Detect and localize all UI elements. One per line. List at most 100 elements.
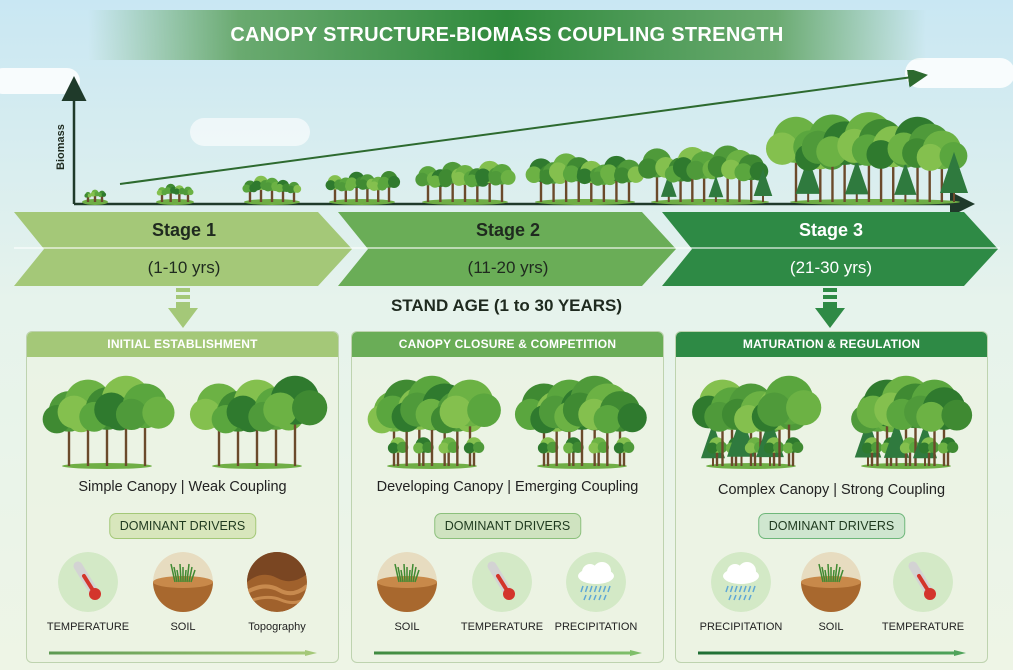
stage-name: Stage 2: [475, 220, 541, 240]
stage-years: (1-10 yrs): [147, 258, 221, 277]
panel-subtitle: Developing Canopy | Emerging Coupling: [376, 479, 639, 495]
panel-header: MATURATION & REGULATION: [676, 332, 987, 357]
tree: [439, 379, 501, 466]
tree: [413, 437, 434, 466]
tree: [638, 148, 677, 202]
tree: [438, 437, 459, 466]
panel-canopy-closure: CANOPY CLOSURE & COMPETITION Developing …: [351, 331, 664, 663]
driver-label: PRECIPITATION: [554, 621, 638, 633]
tree: [861, 437, 883, 466]
driver-soil: SOIL: [138, 552, 228, 633]
tree: [156, 187, 168, 202]
tree: [753, 168, 773, 202]
tree: [939, 151, 969, 202]
driver-label: SOIL: [394, 621, 420, 633]
stage-name: Stage 3: [798, 220, 864, 240]
tree: [844, 159, 869, 202]
progress-arrow: [698, 650, 966, 656]
tree-illustration: [692, 375, 973, 469]
growth-trend-arrow: [119, 70, 928, 185]
rain-cloud-icon: [711, 552, 771, 612]
driver-temperature: TEMPERATURE: [457, 552, 547, 633]
soil-icon: [801, 552, 861, 612]
driver-temperature: TEMPERATURE: [43, 552, 133, 633]
tree: [763, 437, 785, 466]
page-title: CANOPY STRUCTURE-BIOMASS COUPLING STRENG…: [230, 23, 784, 46]
tree: [706, 437, 728, 466]
dominant-drivers-badge: DOMINANT DRIVERS: [433, 513, 582, 539]
down-arrow-icon: [815, 288, 845, 328]
ground: [535, 199, 635, 205]
tree: [97, 190, 107, 202]
thermometer-icon: [472, 552, 532, 612]
tree: [757, 375, 822, 466]
driver-soil: SOIL: [362, 552, 452, 633]
tree: [387, 437, 409, 466]
stage-years: (21-30 yrs): [789, 258, 873, 277]
rain-cloud-icon: [566, 552, 626, 612]
driver-topography: Topography: [232, 552, 322, 633]
tree-growth-sequence: [82, 112, 969, 205]
tree: [916, 387, 973, 466]
driver-precipitation: PRECIPITATION: [696, 552, 786, 633]
stage-years: (11-20 yrs): [467, 258, 549, 277]
tree: [173, 185, 186, 202]
tree: [613, 437, 635, 466]
ground: [329, 199, 395, 205]
driver-label: TEMPERATURE: [460, 621, 544, 633]
tree: [537, 437, 559, 466]
stage-2-chevron: Stage 2 (11-20 yrs): [338, 212, 678, 286]
driver-label: SOIL: [818, 621, 844, 633]
soil-icon: [377, 552, 437, 612]
tree: [708, 175, 724, 202]
stage-3-chevron: Stage 3 (21-30 yrs): [662, 212, 1000, 286]
panel-initial-establishment: INITIAL ESTABLISHMENT Simple Canopy | We…: [26, 331, 339, 663]
panel-header: INITIAL ESTABLISHMENT: [27, 332, 338, 357]
cloud: [190, 118, 310, 146]
tree: [918, 437, 940, 466]
tree: [894, 162, 917, 202]
panel-maturation-regulation: MATURATION & REGULATION Complex Canopy |…: [675, 331, 988, 663]
progress-arrow: [374, 650, 642, 656]
tree: [563, 437, 584, 466]
driver-precipitation: PRECIPITATION: [551, 552, 641, 633]
stage-1-chevron: Stage 1 (1-10 yrs): [14, 212, 354, 286]
tree: [937, 437, 959, 466]
ground: [156, 199, 194, 205]
tree: [275, 179, 291, 202]
tree: [488, 163, 516, 202]
dominant-drivers-badge: DOMINANT DRIVERS: [757, 513, 906, 539]
tree: [286, 181, 302, 202]
soil-icon: [153, 552, 213, 612]
tree-illustration: [42, 375, 328, 469]
tree: [263, 375, 328, 466]
driver-label: Topography: [248, 621, 306, 633]
title-banner: CANOPY STRUCTURE-BIOMASS COUPLING STRENG…: [88, 10, 926, 60]
topography-icon: [247, 552, 307, 612]
tree: [660, 173, 677, 202]
stage-name: Stage 1: [151, 220, 217, 240]
tree: [182, 186, 194, 202]
ground: [790, 199, 960, 205]
tree: [795, 157, 821, 202]
thermometer-icon: [58, 552, 118, 612]
progress-arrow: [49, 650, 317, 656]
tree: [84, 191, 92, 202]
driver-label: TEMPERATURE: [881, 621, 965, 633]
driver-label: SOIL: [170, 621, 196, 633]
dominant-drivers-badge: DOMINANT DRIVERS: [108, 513, 257, 539]
stand-age-label: STAND AGE (1 to 30 YEARS): [390, 296, 623, 315]
tree: [588, 437, 609, 466]
driver-label: TEMPERATURE: [46, 621, 130, 633]
tree: [378, 170, 401, 202]
panel-subtitle: Simple Canopy | Weak Coupling: [78, 479, 287, 495]
thermometer-icon: [893, 552, 953, 612]
down-arrow-icon: [168, 288, 198, 328]
stage-divider: [14, 247, 1000, 249]
driver-soil: SOIL: [786, 552, 876, 633]
biomass-growth-chart: Biomass: [55, 70, 975, 215]
panel-header: CANOPY CLOSURE & COMPETITION: [352, 332, 663, 357]
driver-temperature: TEMPERATURE: [878, 552, 968, 633]
panel-subtitle: Complex Canopy | Strong Coupling: [717, 482, 946, 498]
tree: [782, 437, 804, 466]
